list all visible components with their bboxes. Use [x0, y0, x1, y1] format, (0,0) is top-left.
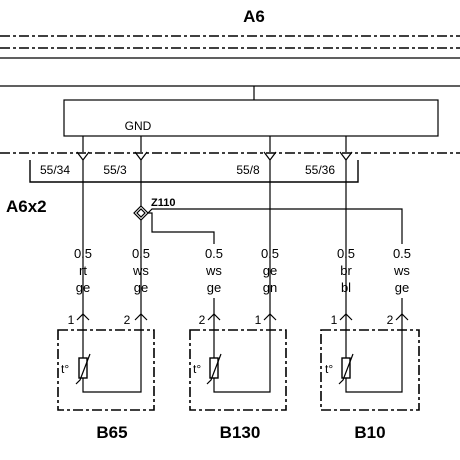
wire-label-4: 0.5 ge gn: [261, 246, 279, 295]
sensor-b10: 1 2 t° B10: [320, 313, 420, 442]
pin-number: 1: [68, 313, 75, 327]
sensor-label: B10: [354, 423, 385, 442]
thermistor-slash: [206, 353, 222, 385]
wire-color-1: ge: [263, 263, 277, 278]
wire-size: 0.5: [393, 246, 411, 261]
splice-z110-inner: [136, 208, 146, 218]
sensor-return-wire: [213, 320, 271, 393]
sensor-pin-arrow: [395, 313, 409, 321]
connector-bracket: [29, 160, 359, 183]
wire-color-1: rt: [79, 263, 87, 278]
wire-size: 0.5: [337, 246, 355, 261]
splice-label: Z110: [151, 197, 175, 209]
wire-size: 0.5: [74, 246, 92, 261]
wire-size: 0.5: [205, 246, 223, 261]
sensor-return-wire: [345, 320, 403, 393]
wire-color-2: bl: [341, 280, 351, 295]
temperature-symbol: t°: [193, 362, 201, 376]
temperature-symbol: t°: [61, 362, 69, 376]
sensor-pin-arrow: [207, 313, 221, 321]
wire-color-2: gn: [263, 280, 277, 295]
gnd-box: [63, 99, 439, 137]
thermistor-slash: [75, 353, 91, 385]
wire-label-1: 0.5 rt ge: [74, 246, 92, 295]
thermistor-slash: [338, 353, 354, 385]
pin-label-55-36: 55/36: [305, 163, 335, 177]
gnd-label: GND: [125, 119, 152, 133]
sensor-return-wire: [82, 320, 142, 393]
sensor-b65: 1 2 t° B65: [57, 313, 155, 442]
sensor-b130: 2 1 t° B130: [189, 313, 287, 442]
sensor-housing: [320, 329, 420, 411]
wire-color-1: br: [340, 263, 352, 278]
sensor-housing: [57, 329, 155, 411]
pin-number: 2: [199, 313, 206, 327]
thermistor-body: [341, 357, 351, 379]
sensor-label: B65: [96, 423, 127, 442]
wire-label-3: 0.5 ws ge: [205, 246, 223, 295]
wire-label-6: 0.5 ws ge: [393, 246, 411, 295]
temperature-symbol: t°: [325, 362, 333, 376]
wire-color-2: ge: [134, 280, 148, 295]
wire-label-5: 0.5 br bl: [337, 246, 355, 295]
module-title: A6: [243, 7, 265, 26]
connector-label: A6x2: [6, 197, 47, 216]
pin-number: 2: [124, 313, 131, 327]
wire-color-2: ge: [395, 280, 409, 295]
splice-z110-symbol: [133, 205, 149, 221]
sensor-pin-arrow: [134, 313, 148, 321]
wire-size: 0.5: [261, 246, 279, 261]
thermistor-body: [78, 357, 88, 379]
wire-size: 0.5: [132, 246, 150, 261]
wire-color-1: ws: [205, 263, 222, 278]
pin-label-55-34: 55/34: [40, 163, 70, 177]
wire-splice-to-b130: [148, 212, 215, 244]
pin-number: 2: [387, 313, 394, 327]
wire-label-2: 0.5 ws ge: [132, 246, 150, 295]
thermistor-body: [209, 357, 219, 379]
wire-splice-to-b10: [147, 208, 403, 244]
sensor-label: B130: [220, 423, 261, 442]
sensor-pin-arrow: [263, 313, 277, 321]
wire-color-2: ge: [207, 280, 221, 295]
pin-number: 1: [255, 313, 262, 327]
sensor-pin-arrow: [339, 313, 353, 321]
wire-color-1: ws: [132, 263, 149, 278]
pin-label-55-3: 55/3: [103, 163, 127, 177]
wire-color-2: ge: [76, 280, 90, 295]
pin-number: 1: [331, 313, 338, 327]
sensor-pin-arrow: [76, 313, 90, 321]
sensor-housing: [189, 329, 287, 411]
pin-label-55-8: 55/8: [236, 163, 260, 177]
wire-color-1: ws: [393, 263, 410, 278]
